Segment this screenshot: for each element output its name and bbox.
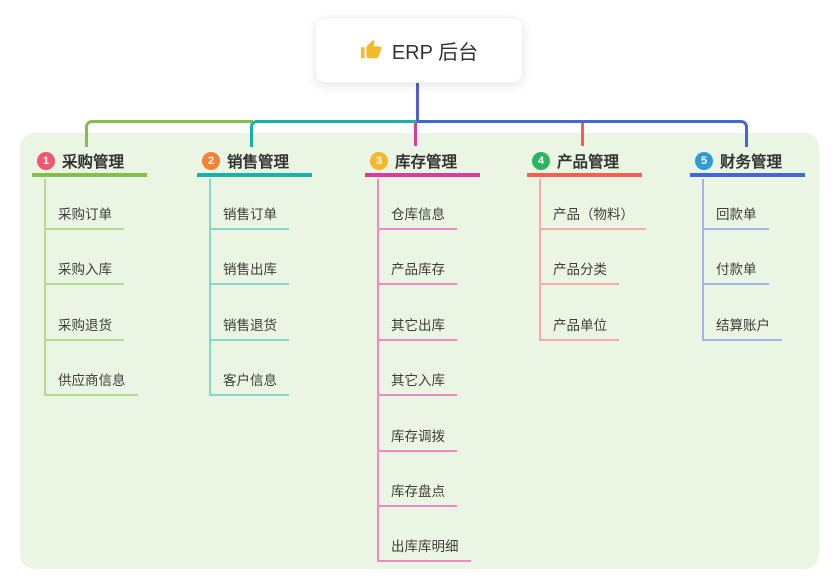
branch-spine-line <box>702 179 704 341</box>
branch-spine-line <box>209 179 211 396</box>
branch-heading[interactable]: 5 财务管理 <box>690 148 805 177</box>
connector-product-line <box>581 120 584 146</box>
child-node[interactable]: 供应商信息 <box>44 373 138 396</box>
connector-inventory-line <box>414 121 417 146</box>
child-node[interactable]: 回款单 <box>702 207 769 230</box>
connector-root-line <box>416 81 419 121</box>
root-title: ERP 后台 <box>391 41 479 64</box>
connector-finance-line <box>417 120 748 147</box>
child-node[interactable]: 采购订单 <box>44 207 124 230</box>
branch-heading[interactable]: 4 产品管理 <box>527 148 642 177</box>
child-node[interactable]: 采购入库 <box>44 262 124 285</box>
child-node[interactable]: 采购退货 <box>44 318 124 341</box>
child-node[interactable]: 库存盘点 <box>377 484 457 507</box>
thumbs-up-icon <box>360 39 381 59</box>
child-node[interactable]: 产品（物料） <box>539 207 646 230</box>
child-node[interactable]: 产品库存 <box>377 262 457 285</box>
branch-heading[interactable]: 3 库存管理 <box>365 148 480 177</box>
root-node[interactable]: ERP 后台 <box>315 17 523 83</box>
child-node[interactable]: 销售出库 <box>209 262 289 285</box>
branch-number-badge: 4 <box>532 151 550 170</box>
child-node[interactable]: 产品分类 <box>539 262 619 285</box>
branch-number-badge: 5 <box>695 151 713 170</box>
branch-spine-line <box>44 179 46 396</box>
branch-title: 库存管理 <box>395 153 458 171</box>
branch-spine-line <box>539 179 541 341</box>
branch-number-badge: 2 <box>202 151 220 170</box>
branch-title: 产品管理 <box>557 153 620 171</box>
branch-heading[interactable]: 1 采购管理 <box>32 148 147 177</box>
branch-number-badge: 3 <box>370 151 388 170</box>
branch-title: 财务管理 <box>720 153 783 171</box>
child-node[interactable]: 其它出库 <box>377 318 457 341</box>
branch-number-badge: 1 <box>37 151 55 170</box>
branch-heading[interactable]: 2 销售管理 <box>197 148 312 177</box>
child-node[interactable]: 其它入库 <box>377 373 457 396</box>
child-node[interactable]: 付款单 <box>702 262 769 285</box>
branch-title: 采购管理 <box>62 153 125 171</box>
child-node[interactable]: 销售订单 <box>209 207 289 230</box>
child-node[interactable]: 结算账户 <box>702 318 782 341</box>
child-node[interactable]: 客户信息 <box>209 373 289 396</box>
branches-panel <box>20 133 819 569</box>
branch-spine-line <box>377 179 379 562</box>
child-node[interactable]: 销售退货 <box>209 318 289 341</box>
connector-purchase-line <box>85 120 253 147</box>
connector-sales-line <box>250 120 419 147</box>
child-node[interactable]: 出库库明细 <box>377 539 471 562</box>
child-node[interactable]: 仓库信息 <box>377 207 457 230</box>
child-node[interactable]: 库存调拨 <box>377 429 457 452</box>
branch-title: 销售管理 <box>227 153 290 171</box>
child-node[interactable]: 产品单位 <box>539 318 619 341</box>
